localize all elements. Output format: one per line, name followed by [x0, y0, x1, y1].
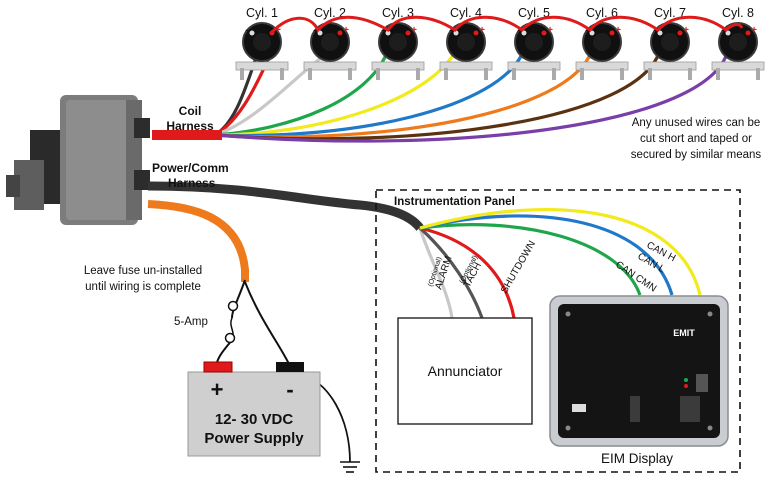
coil-plus-6: +: [615, 25, 621, 36]
coil-minus-1: -: [245, 25, 248, 36]
coil-minus-2: -: [313, 25, 316, 36]
supply-voltage: 12- 30 VDC: [215, 411, 294, 428]
coil-7: Cyl. 7 - +: [643, 6, 697, 80]
cyl-label-4: Cyl. 4: [450, 6, 482, 20]
coil-plus-3: +: [411, 25, 417, 36]
wire-cyl5: [214, 49, 526, 138]
fuse-icon: [224, 300, 239, 344]
cyl-label-7: Cyl. 7: [654, 6, 686, 20]
signal-shutdown: SHUTDOWN: [499, 239, 538, 296]
power-harness-label-2: Harness: [168, 176, 216, 190]
panel-title: Instrumentation Panel: [394, 196, 515, 208]
unused-note-1: Any unused wires can be: [632, 117, 761, 129]
coil-6: Cyl. 6 - +: [575, 6, 629, 80]
wire-cyl8: [214, 49, 730, 143]
coil-8: Cyl. 8 - +: [711, 6, 765, 80]
cyl-label-5: Cyl. 5: [518, 6, 550, 20]
cyl-label-1: Cyl. 1: [246, 6, 278, 20]
unused-note-3: secured by similar means: [631, 149, 762, 161]
coil-4: Cyl. 4 - +: [439, 6, 493, 80]
cyl-label-8: Cyl. 8: [722, 6, 754, 20]
coil-minus-4: -: [449, 25, 452, 36]
fuse-note-1: Leave fuse un-installed: [84, 265, 202, 277]
power-harness-label-1: Power/Comm: [152, 161, 229, 175]
coil-3: Cyl. 3 - +: [371, 6, 425, 80]
coil-plus-8: +: [751, 25, 757, 36]
cyl-label-6: Cyl. 6: [586, 6, 618, 20]
supply-plus: +: [211, 377, 224, 402]
coil-harness-label-2: Harness: [166, 119, 214, 133]
wire-cyl2: [214, 50, 331, 137]
eim-display: EMIT: [549, 295, 729, 447]
power-comm-harness: [147, 181, 424, 282]
coil-plus-5: +: [547, 25, 553, 36]
unused-note-2: cut short and taped or: [640, 133, 752, 145]
fuse-note-2: until wiring is complete: [85, 281, 201, 293]
cyl-label-3: Cyl. 3: [382, 6, 414, 20]
coil-minus-8: -: [721, 25, 724, 36]
coil-minus-7: -: [653, 25, 656, 36]
ground-icon: [340, 461, 360, 473]
annunciator-label: Annunciator: [428, 363, 503, 379]
coil-5: Cyl. 5 - +: [507, 6, 561, 80]
coil-minus-3: -: [381, 25, 384, 36]
coil-plus-7: +: [683, 25, 689, 36]
panel-wires: [418, 207, 702, 319]
supply-minus: -: [286, 377, 293, 402]
coil-plus-1: +: [275, 25, 281, 36]
supply-title: Power Supply: [204, 430, 304, 447]
annunciator-box: [397, 317, 533, 425]
coil-plus-2: +: [343, 25, 349, 36]
cyl-label-2: Cyl. 2: [314, 6, 346, 20]
instrumentation-panel: Instrumentation Panel Annunciator EMIT E…: [375, 189, 741, 473]
fuse-label: 5-Amp: [174, 316, 208, 328]
coil-minus-6: -: [585, 25, 588, 36]
eim-logo: EMIT: [673, 328, 695, 338]
coil-plus-4: +: [479, 25, 485, 36]
coil-power-loop: [270, 15, 744, 34]
coil-minus-5: -: [517, 25, 520, 36]
ignition-coils: Cyl. 1 - + Cyl. 2 - + Cyl. 3 - + Cyl. 4 - + Cyl. 5 - +…: [235, 6, 765, 80]
power-supply: + - 12- 30 VDC Power Supply: [187, 361, 321, 457]
engine-controller: [6, 95, 150, 225]
coil-2: Cyl. 2 - +: [303, 6, 357, 80]
coil-harness-label-1: Coil: [179, 104, 202, 118]
coil-1: Cyl. 1 - +: [235, 6, 289, 80]
eim-label: EIM Display: [601, 451, 673, 466]
